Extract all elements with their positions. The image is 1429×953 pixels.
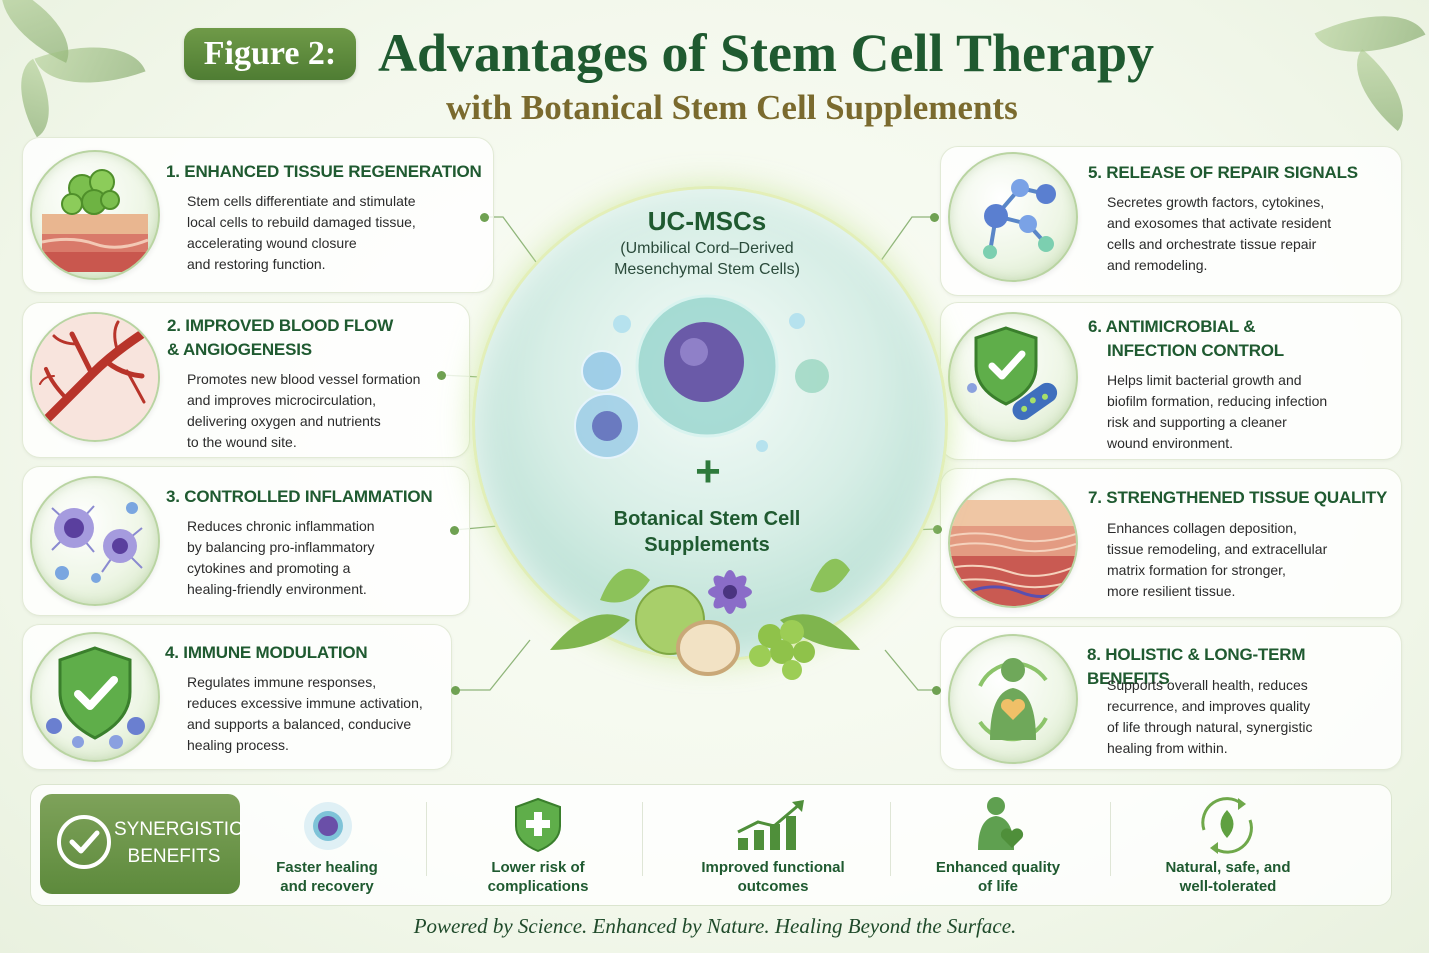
person-heart-icon (948, 634, 1078, 764)
leaf-recycle-icon (1201, 797, 1253, 854)
divider (642, 802, 643, 876)
plus-sign: + (695, 447, 721, 496)
benefit-title: 7. STRENGTHENED TISSUE QUALITY (1088, 488, 1388, 507)
botanical-ingredients-icon (550, 558, 860, 680)
divider (1110, 802, 1111, 876)
benefit-title: 2. IMPROVED BLOOD FLOW& ANGIOGENESIS (167, 316, 394, 359)
benefit-title: 8. HOLISTIC & LONG-TERM BENEFITS (1087, 645, 1306, 688)
growth-chart-icon (737, 800, 804, 850)
connector-dot (930, 213, 939, 222)
divider (426, 802, 427, 876)
stem-cell-cluster-icon (574, 294, 829, 459)
immune-cells-icon (30, 476, 160, 606)
benefit-description: Regulates immune responses,reduces exces… (187, 674, 423, 753)
connector-dot (450, 526, 459, 535)
blood-vessel-icon (30, 312, 160, 442)
benefit-title: 1. ENHANCED TISSUE REGENERATION (166, 162, 482, 181)
benefit-description: Enhances collagen deposition,tissue remo… (1107, 520, 1328, 599)
page-subtitle: with Botanical Stem Cell Supplements (446, 88, 1018, 127)
check-circle-icon (57, 815, 111, 869)
tissue-regeneration-icon (30, 150, 160, 280)
stem-cell-orb-icon (304, 802, 352, 850)
divider (890, 802, 891, 876)
shield-bacteria-icon (948, 312, 1078, 442)
benefit-title: 3. CONTROLLED INFLAMMATION (166, 487, 433, 506)
page-title: Advantages of Stem Cell Therapy (378, 23, 1154, 83)
connector-dot (933, 525, 942, 534)
person-heart-icon (978, 797, 1024, 850)
skin-layers-icon (948, 478, 1078, 608)
tagline: Powered by Science. Enhanced by Nature. … (413, 914, 1017, 938)
benefit-description: Secretes growth factors, cytokines,and e… (1107, 194, 1332, 273)
shield-plus-icon (515, 797, 561, 853)
benefit-title: 5. RELEASE OF REPAIR SIGNALS (1088, 163, 1358, 182)
shield-check-icon (30, 632, 160, 762)
connector-dot (932, 686, 941, 695)
connector-dot (480, 213, 489, 222)
orb-title: UC-MSCs (647, 206, 767, 236)
synergy-bar (30, 784, 1392, 906)
connector-dot (451, 686, 460, 695)
connector-dot (437, 371, 446, 380)
benefit-title: 6. ANTIMICROBIAL &INFECTION CONTROL (1088, 317, 1284, 360)
molecule-network-icon (948, 152, 1078, 282)
figure-label-badge: Figure 2: (184, 28, 356, 80)
benefit-title: 4. IMMUNE MODULATION (165, 643, 368, 662)
